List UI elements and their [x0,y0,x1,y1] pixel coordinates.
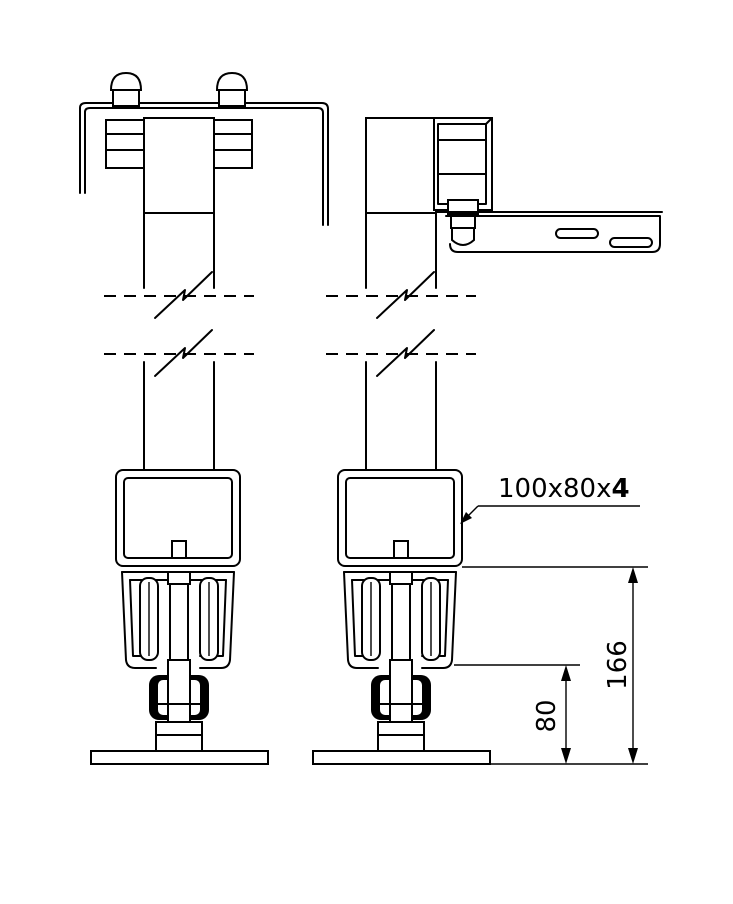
dimension-166 [628,567,638,764]
profile-thickness: 4 [611,474,629,504]
right-post-lower [365,361,437,473]
left-post-upper [143,212,215,289]
left-post-lower [143,361,215,473]
right-post-upper [365,212,437,289]
profile-leader [460,505,640,524]
dimension-80-label: 80 [532,699,562,732]
right-break-symbol [326,271,476,377]
left-rail-profile [115,469,241,567]
left-top-guide [79,71,329,226]
right-rail-profile [337,469,463,567]
right-top-guide [365,117,663,253]
profile-size-label: 100x80x4 [498,474,630,504]
left-carriage [90,571,269,765]
dimension-80 [561,665,571,764]
extension-lines [454,566,648,765]
profile-size-prefix: 100x80x [498,474,611,504]
right-carriage [312,571,491,765]
left-break-symbol [104,271,254,377]
dimension-166-label: 166 [603,640,633,690]
